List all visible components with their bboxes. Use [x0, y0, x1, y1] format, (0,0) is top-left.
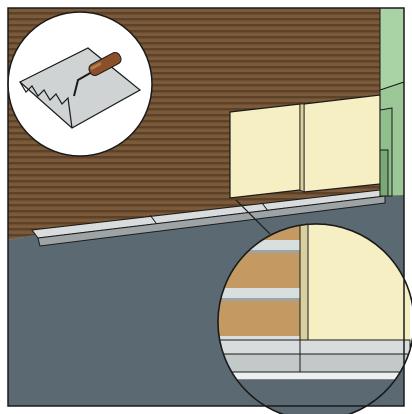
trowel-callout — [8, 12, 152, 156]
wall-panel-left — [230, 104, 300, 198]
wall-panel-right — [304, 95, 380, 192]
